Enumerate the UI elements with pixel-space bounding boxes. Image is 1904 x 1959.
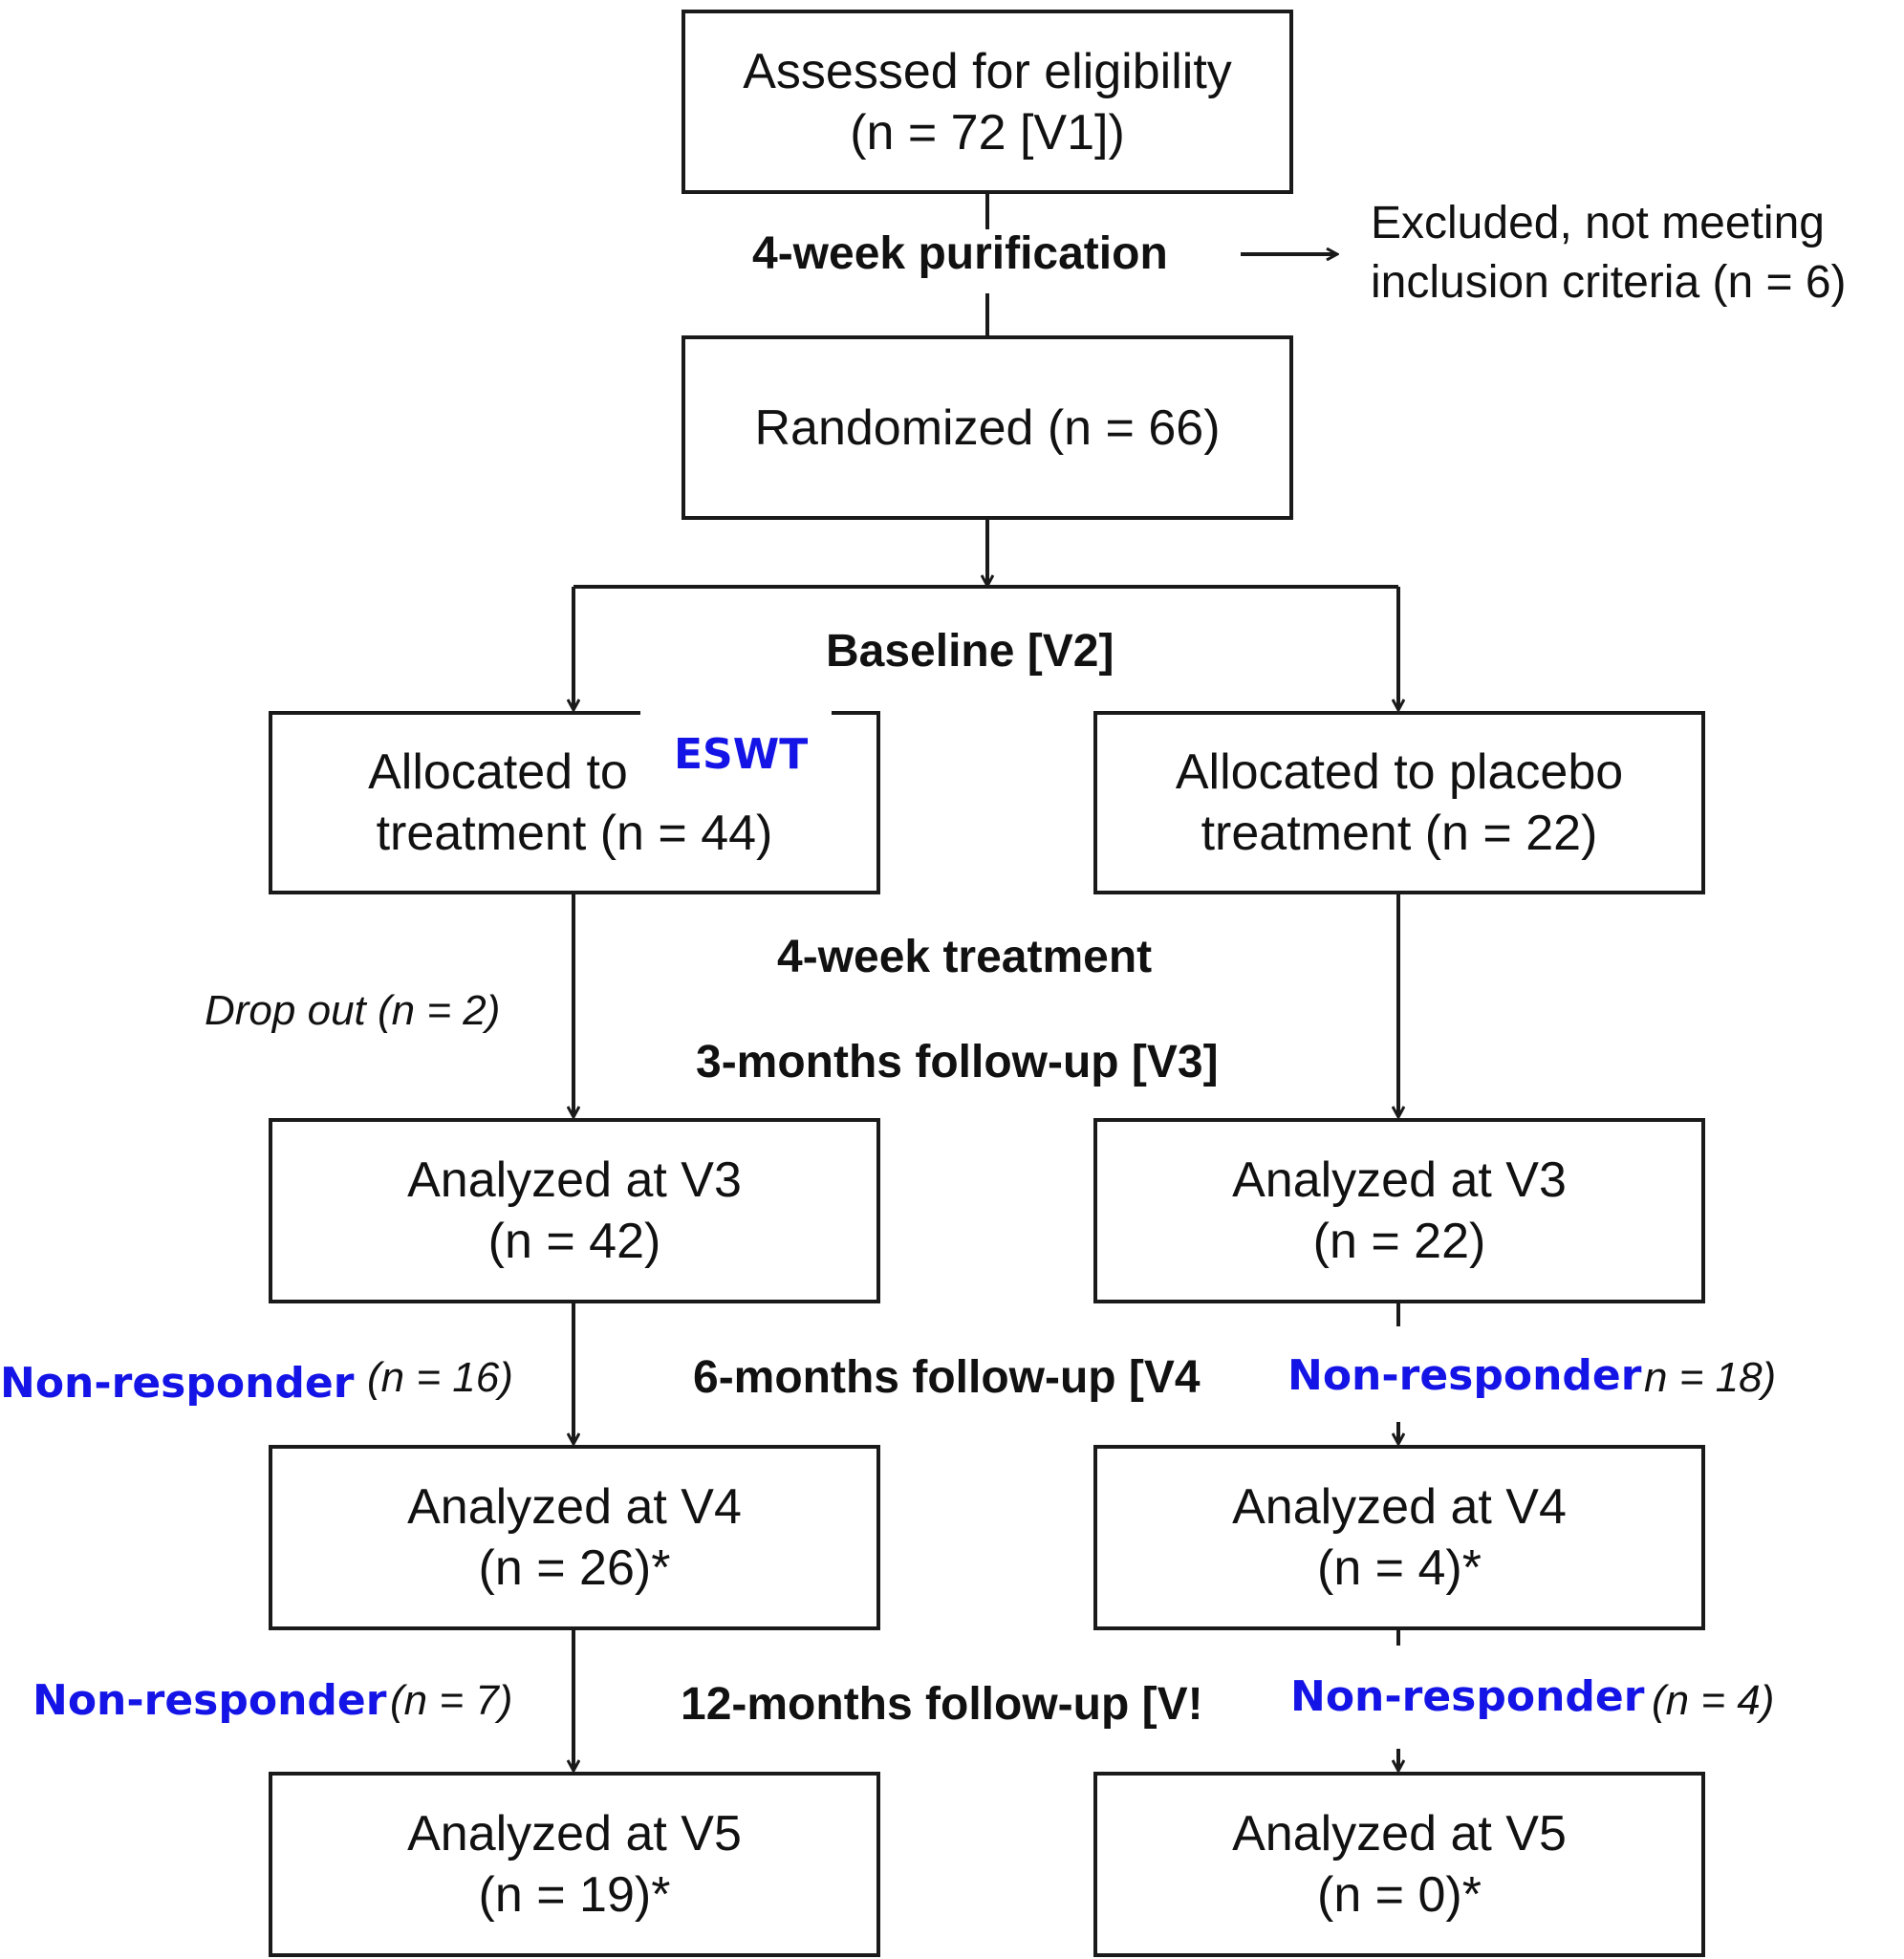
excluded-line2: inclusion criteria (n = 6) — [1371, 257, 1847, 308]
eswt-alloc-line1: Allocated to — [368, 744, 628, 800]
placebo-v3-line2: (n = 22) — [1312, 1214, 1486, 1269]
assessed-line2: (n = 72 [V1]) — [850, 104, 1125, 161]
eswt-v4-nonresponder-count: (n = 16) — [367, 1354, 513, 1401]
stage-followup-12: 12-months follow-up [V! — [681, 1679, 1203, 1730]
stage-followup-3: 3-months follow-up [V3] — [696, 1037, 1219, 1087]
placebo-v4-line2: (n = 4)* — [1317, 1540, 1482, 1596]
eswt-v3-line2: (n = 42) — [487, 1214, 661, 1269]
eswt-v5-line1: Analyzed at V5 — [407, 1806, 742, 1862]
eswt-v4-line1: Analyzed at V4 — [407, 1479, 742, 1535]
box-placebo-v5: Analyzed at V5 (n = 0)* — [1093, 1772, 1705, 1957]
box-placebo-allocated: Allocated to placebo treatment (n = 22) — [1093, 711, 1705, 894]
assessed-line1: Assessed for eligibility — [743, 43, 1232, 99]
box-placebo-v4: Analyzed at V4 (n = 4)* — [1093, 1445, 1705, 1630]
dropout-note: Drop out (n = 2) — [205, 987, 501, 1034]
stage-purification: 4-week purification — [752, 228, 1168, 279]
eswt-v3-line1: Analyzed at V3 — [407, 1152, 742, 1208]
randomized-line1: Randomized (n = 66) — [754, 399, 1221, 456]
eswt-alloc-line2: treatment (n = 44) — [376, 806, 773, 861]
box-eswt-v5: Analyzed at V5 (n = 19)* — [269, 1772, 880, 1957]
eswt-v5-line2: (n = 19)* — [478, 1867, 671, 1923]
eswt-v4-nonresponder-label: Non-responder — [0, 1359, 355, 1408]
eswt-tag: ESWT — [674, 730, 809, 779]
box-eswt-v3: Analyzed at V3 (n = 42) — [269, 1118, 880, 1303]
eswt-v5-nonresponder-label: Non-responder — [32, 1676, 387, 1725]
box-eswt-allocated: Allocated to treatment (n = 44) — [269, 711, 880, 894]
placebo-v4-nonresponder-label: Non-responder — [1287, 1351, 1642, 1400]
placebo-alloc-line1: Allocated to placebo — [1175, 744, 1624, 800]
eswt-v4-line2: (n = 26)* — [478, 1540, 671, 1596]
eswt-tag-mask — [640, 705, 832, 722]
box-placebo-v3: Analyzed at V3 (n = 22) — [1093, 1118, 1705, 1303]
stage-baseline: Baseline [V2] — [826, 626, 1114, 677]
box-eswt-v4: Analyzed at V4 (n = 26)* — [269, 1445, 880, 1630]
box-randomized: Randomized (n = 66) — [682, 335, 1293, 520]
eswt-v5-nonresponder-count: (n = 7) — [390, 1677, 513, 1724]
stage-treatment: 4-week treatment — [777, 932, 1153, 982]
placebo-v5-nonresponder-label: Non-responder — [1290, 1672, 1645, 1721]
placebo-v4-line1: Analyzed at V4 — [1232, 1479, 1567, 1535]
placebo-v5-nonresponder-count: (n = 4) — [1652, 1677, 1775, 1724]
placebo-alloc-line2: treatment (n = 22) — [1201, 806, 1598, 861]
stage-followup-6: 6-months follow-up [V4 — [693, 1352, 1201, 1403]
placebo-v3-line1: Analyzed at V3 — [1232, 1152, 1567, 1208]
box-assessed: Assessed for eligibility (n = 72 [V1]) — [682, 10, 1293, 194]
excluded-line1: Excluded, not meeting — [1371, 198, 1825, 248]
placebo-v5-line1: Analyzed at V5 — [1232, 1806, 1567, 1862]
placebo-v5-line2: (n = 0)* — [1317, 1867, 1482, 1923]
placebo-v4-nonresponder-count: n = 18) — [1644, 1354, 1777, 1401]
